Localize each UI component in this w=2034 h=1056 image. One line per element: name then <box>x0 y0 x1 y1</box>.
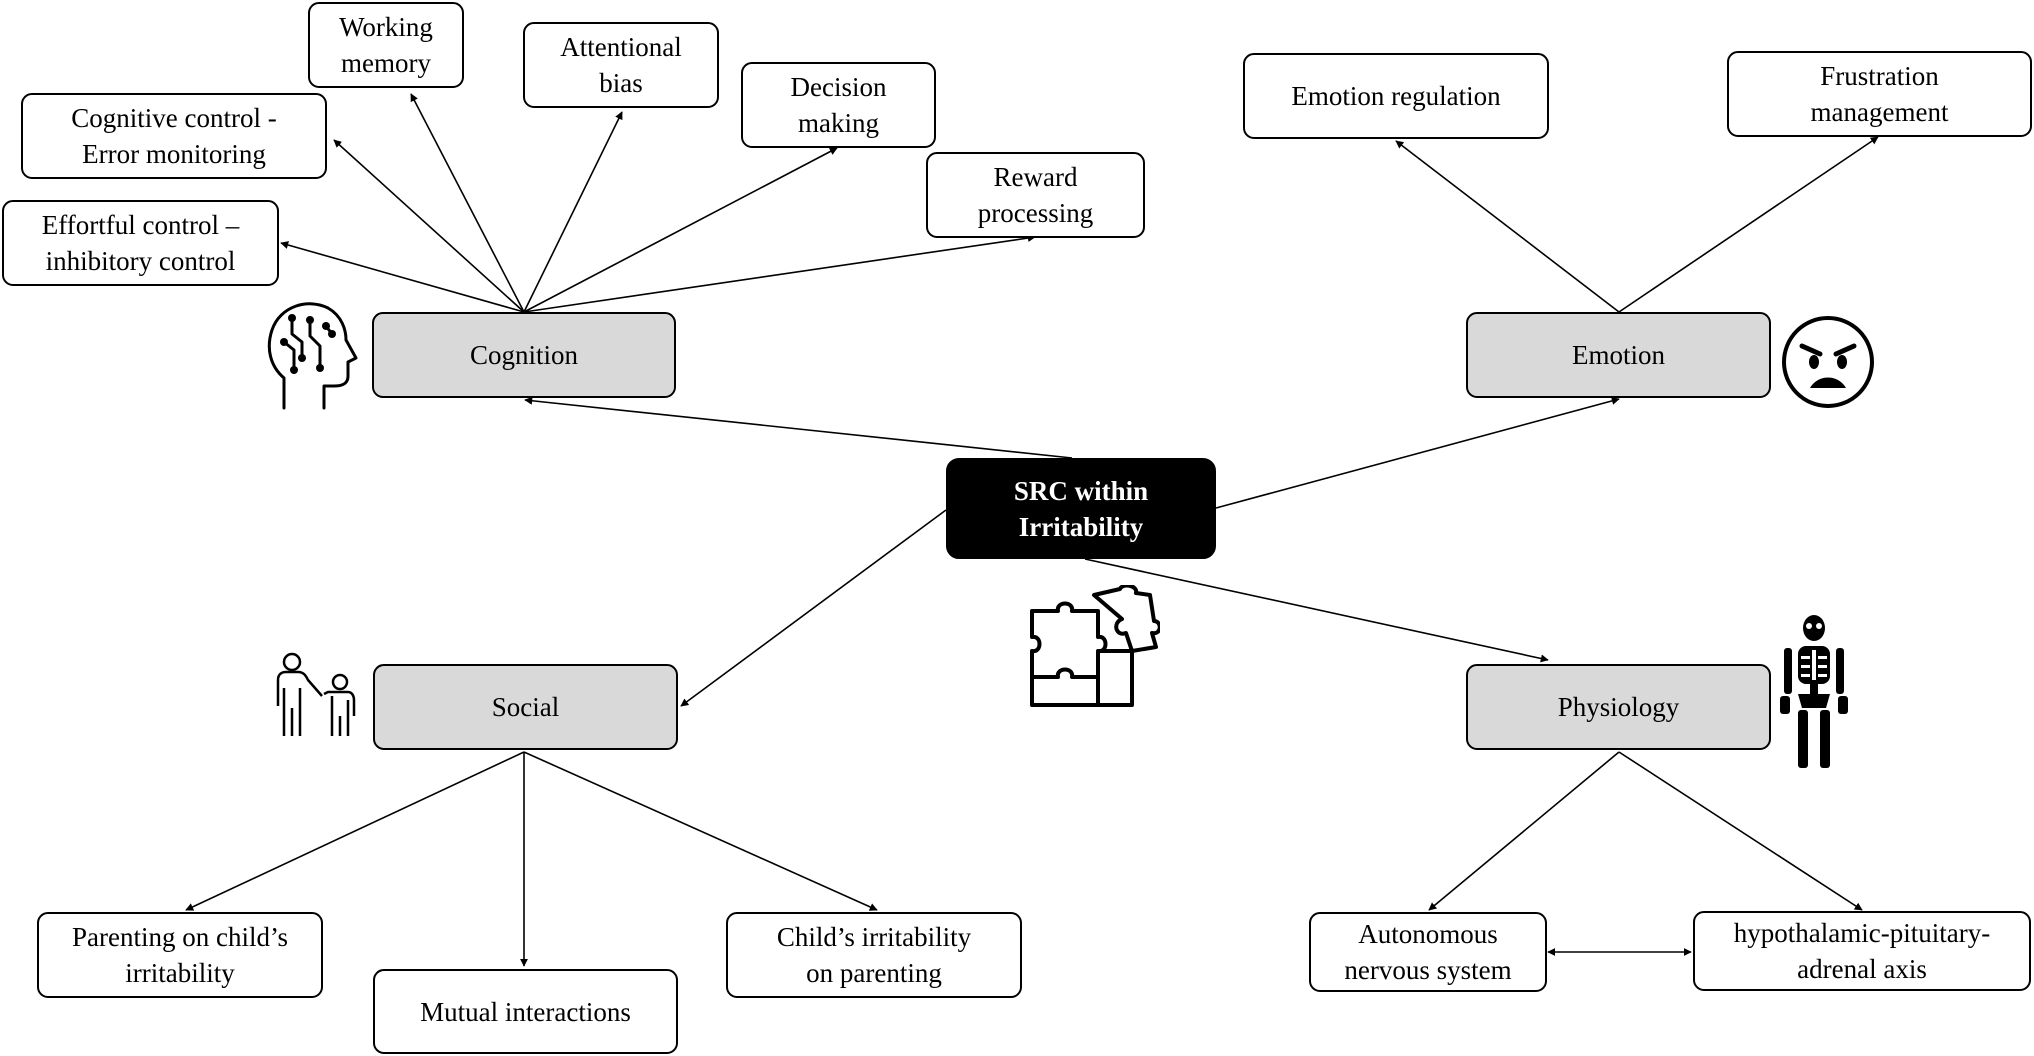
brain-circuit-icon <box>267 302 358 410</box>
arrow-to-attentional-bias <box>523 111 623 313</box>
mutual-interactions-label: Mutual interactions <box>420 996 631 1027</box>
arrow-hub-to-physiology <box>1084 558 1549 663</box>
skeleton-icon <box>1780 615 1848 768</box>
reward-processing-node: Reward processing <box>926 152 1145 238</box>
reward-processing-line-1: Reward <box>993 162 1078 192</box>
puzzle-icon <box>1030 585 1160 707</box>
parenting-on-child-node: Parenting on child’s irritability <box>37 912 323 998</box>
emotion-regulation-node: Emotion regulation <box>1243 53 1549 139</box>
cognitive-control-line-1: Cognitive control - <box>71 103 277 133</box>
cognitive-control-line-2: Error monitoring <box>82 139 266 169</box>
arrow-to-childs-irritability <box>523 751 878 911</box>
parenting-line-2: irritability <box>125 958 235 988</box>
childs-irritability-line-2: on parenting <box>806 958 942 988</box>
hpa-line-2: adrenal axis <box>1797 954 1927 984</box>
emotion-regulation-label: Emotion regulation <box>1291 81 1501 111</box>
arrow-to-emotion-regulation <box>1395 140 1620 313</box>
hpa-line-1: hypothalamic-pituitary- <box>1733 918 1991 948</box>
decision-making-node: Decision making <box>741 62 936 148</box>
arrow-to-working-memory <box>410 93 525 313</box>
working-memory-node: Working memory <box>308 2 464 88</box>
decision-making-line-1: Decision <box>790 72 887 102</box>
attentional-bias-line-2: bias <box>599 68 643 98</box>
childs-irritability-node: Child’s irritability on parenting <box>726 912 1022 998</box>
arrow-to-hpa-axis <box>1618 751 1863 911</box>
childs-irritability-line-1: Child’s irritability <box>776 922 972 952</box>
parent-child-icon <box>276 652 356 736</box>
arrow-to-autonomous-nervous-system <box>1428 751 1620 911</box>
cognition-label: Cognition <box>469 340 578 370</box>
social-label: Social <box>491 692 560 722</box>
effortful-control-node: Effortful control – inhibitory control <box>2 200 279 286</box>
attentional-bias-line-1: Attentional <box>560 32 682 62</box>
working-memory-line-1: Working <box>339 12 433 42</box>
physiology-node: Physiology <box>1466 664 1771 750</box>
arrow-to-frustration-management <box>1618 136 1879 313</box>
effortful-control-line-1: Effortful control – <box>41 210 240 240</box>
arrow-to-cognitive-control <box>333 139 525 313</box>
hpa-axis-node: hypothalamic-pituitary-adrenal axis <box>1693 911 2031 991</box>
arrow-to-effortful-control <box>280 241 525 313</box>
reward-processing-line-2: processing <box>977 198 1094 228</box>
arrow-to-reward-processing <box>523 234 1036 313</box>
center-line-1: SRC within <box>1013 475 1149 506</box>
mutual-interactions-node: Mutual interactions <box>373 969 678 1054</box>
arrow-hub-to-cognition <box>524 396 1073 459</box>
attentional-bias-node: Attentional bias <box>523 22 719 108</box>
cognitive-control-node: Cognitive control - Error monitoring <box>21 93 327 179</box>
social-node: Social <box>373 664 678 750</box>
arrow-to-parenting-on-child <box>185 751 525 911</box>
emotion-label: Emotion <box>1572 340 1665 370</box>
ans-line-1: Autonomous <box>1358 919 1498 949</box>
emotion-node: Emotion <box>1466 312 1771 398</box>
autonomous-nervous-system-node: Autonomous nervous system <box>1309 912 1547 992</box>
cognition-node: Cognition <box>372 312 676 398</box>
arrow-hub-to-social <box>680 509 947 707</box>
physiology-label: Physiology <box>1557 692 1680 722</box>
parenting-line-1: Parenting on child’s <box>72 922 288 952</box>
arrow-to-decision-making <box>523 147 838 313</box>
decision-making-line-2: making <box>797 108 879 138</box>
arrow-hub-to-emotion <box>1215 397 1620 509</box>
frustration-management-node: Frustration management <box>1727 51 2032 137</box>
angry-face-icon <box>1782 316 1874 408</box>
ans-line-2: nervous system <box>1344 955 1512 985</box>
effortful-control-line-2: inhibitory control <box>45 246 236 276</box>
center-node: SRC within Irritability <box>946 458 1216 559</box>
frustration-line-2: management <box>1810 97 1949 127</box>
center-line-2: Irritability <box>1018 511 1144 542</box>
working-memory-line-2: memory <box>341 48 431 78</box>
frustration-line-1: Frustration <box>1820 61 1939 91</box>
